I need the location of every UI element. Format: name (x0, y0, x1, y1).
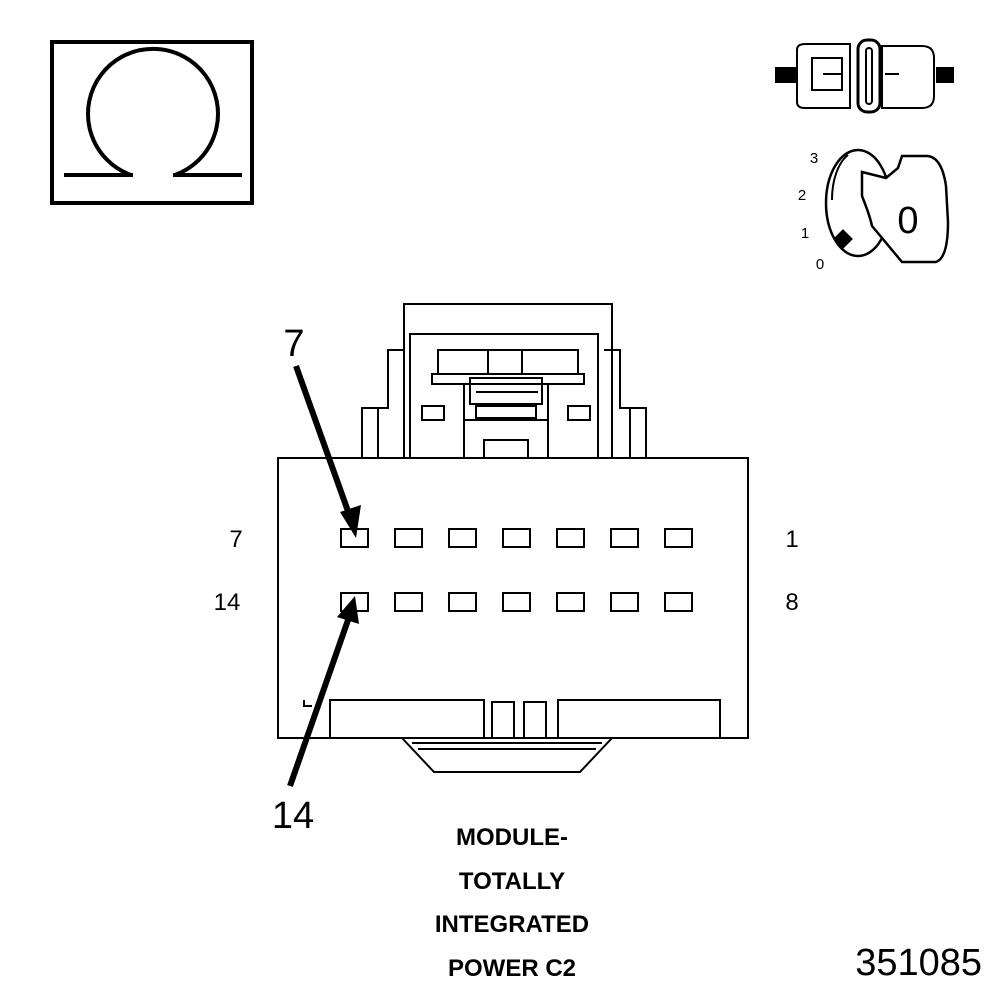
pin-cavity-2 (610, 528, 639, 548)
connector-latch (361, 303, 647, 459)
pin-cavity-4 (502, 528, 531, 548)
row-label-top-left: 7 (229, 526, 242, 553)
row-label-bottom-left: 14 (214, 589, 241, 616)
disconnected-connector-icon (775, 38, 954, 114)
caption-line: INTEGRATED (434, 911, 590, 938)
pin-cavity-10 (556, 592, 585, 612)
pin-cavity-5 (448, 528, 477, 548)
pin-cavity-3 (556, 528, 585, 548)
caption-line: TOTALLY (458, 867, 566, 895)
callout-label-upper: 7 (283, 323, 304, 365)
ignition-position-label: 0 (816, 256, 824, 273)
ignition-position-label: 2 (798, 187, 806, 204)
callout-label-lower: 14 (272, 795, 314, 837)
caption-line: POWER C2 (447, 954, 576, 982)
row-label-top-right: 1 (785, 526, 798, 553)
connector-c2 (277, 303, 749, 773)
ignition-position-label: 1 (801, 225, 809, 242)
pin-cavity-13 (394, 592, 423, 612)
pin-row-bottom (340, 592, 693, 612)
callout-arrow-upper (293, 364, 361, 538)
callout-arrow-lower (287, 596, 359, 787)
pin-row-top (340, 528, 693, 548)
pin-cavity-12 (448, 592, 477, 612)
caption-line: MODULE- (456, 824, 568, 851)
ignition-key-icon: 0 3 2 1 0 (798, 148, 950, 273)
key-state-label: 0 (897, 200, 918, 242)
connector-rail (303, 699, 721, 773)
pin-cavity-8 (664, 592, 693, 612)
connector-caption: MODULE- TOTALLY INTEGRATED POWER C2 (352, 816, 672, 990)
figure-number: 351085 (855, 942, 982, 984)
row-label-bottom-right: 8 (785, 589, 798, 616)
pin-cavity-6 (394, 528, 423, 548)
ignition-position-label: 3 (810, 150, 818, 167)
pin-cavity-11 (502, 592, 531, 612)
pin-cavity-1 (664, 528, 693, 548)
ohmmeter-icon (50, 40, 254, 205)
pin-cavity-9 (610, 592, 639, 612)
